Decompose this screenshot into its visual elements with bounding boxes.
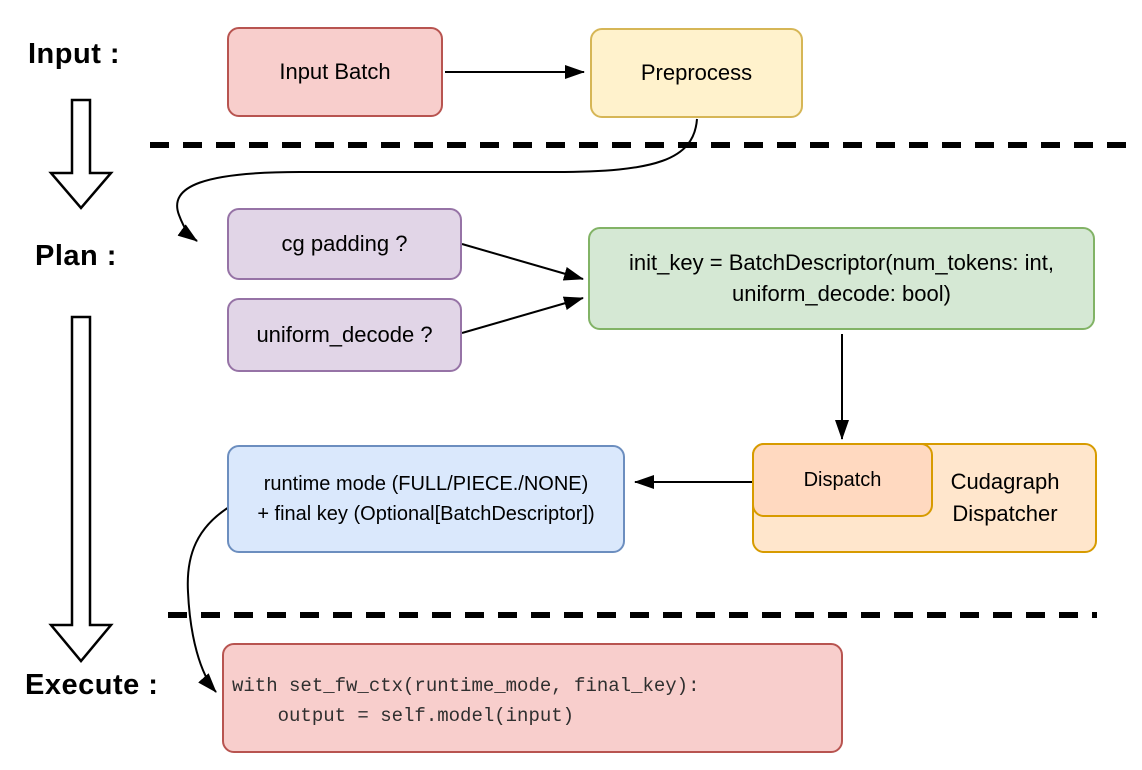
cg-padding-node: cg padding ? [227, 208, 462, 280]
execute-code-node: with set_fw_ctx(runtime_mode, final_key)… [222, 643, 843, 753]
init-key-line1: init_key = BatchDescriptor(num_tokens: i… [629, 249, 1054, 275]
cudagraph-dispatcher-line1: Cudagraph [950, 469, 1060, 495]
execute-code-line2: output = self.model(input) [232, 705, 575, 727]
arrow-runtimemode-to-executecode [186, 503, 235, 693]
execute-code-line1: with set_fw_ctx(runtime_mode, final_key)… [232, 675, 700, 697]
plan-stage-label: Plan : [35, 240, 117, 272]
preprocess-label: Preprocess [640, 60, 753, 86]
runtime-mode-line2: + final key (Optional[BatchDescriptor]) [257, 503, 595, 525]
uniform-decode-node: uniform_decode ? [227, 298, 462, 372]
arrow-preprocess-to-cgpadding [176, 118, 698, 242]
cg-padding-label: cg padding ? [281, 231, 408, 257]
arrow-cgpadding-to-initkey [461, 243, 584, 281]
init-key-node: init_key = BatchDescriptor(num_tokens: i… [588, 227, 1095, 330]
init-key-line2: uniform_decode: bool) [732, 280, 951, 306]
preprocess-node: Preprocess [590, 28, 803, 118]
uniform-decode-label: uniform_decode ? [256, 322, 433, 348]
input-stage-label: Input : [28, 38, 121, 70]
cudagraph-dispatcher-label: Cudagraph Dispatcher [921, 445, 1089, 551]
runtime-mode-node: runtime mode (FULL/PIECE./NONE) + final … [227, 445, 625, 553]
runtime-mode-line1: runtime mode (FULL/PIECE./NONE) [263, 473, 589, 495]
cudagraph-dispatcher-line2: Dispatcher [952, 501, 1058, 526]
arrow-uniformdecode-to-initkey [461, 296, 584, 334]
stage-arrow-input-to-plan [48, 98, 114, 210]
stage-arrow-plan-to-execute [48, 315, 114, 663]
input-batch-node: Input Batch [227, 27, 443, 117]
input-batch-label: Input Batch [279, 59, 391, 85]
execute-stage-label: Execute : [25, 669, 159, 701]
dispatch-label: Dispatch [803, 468, 882, 491]
dispatch-node: Dispatch [752, 443, 933, 517]
